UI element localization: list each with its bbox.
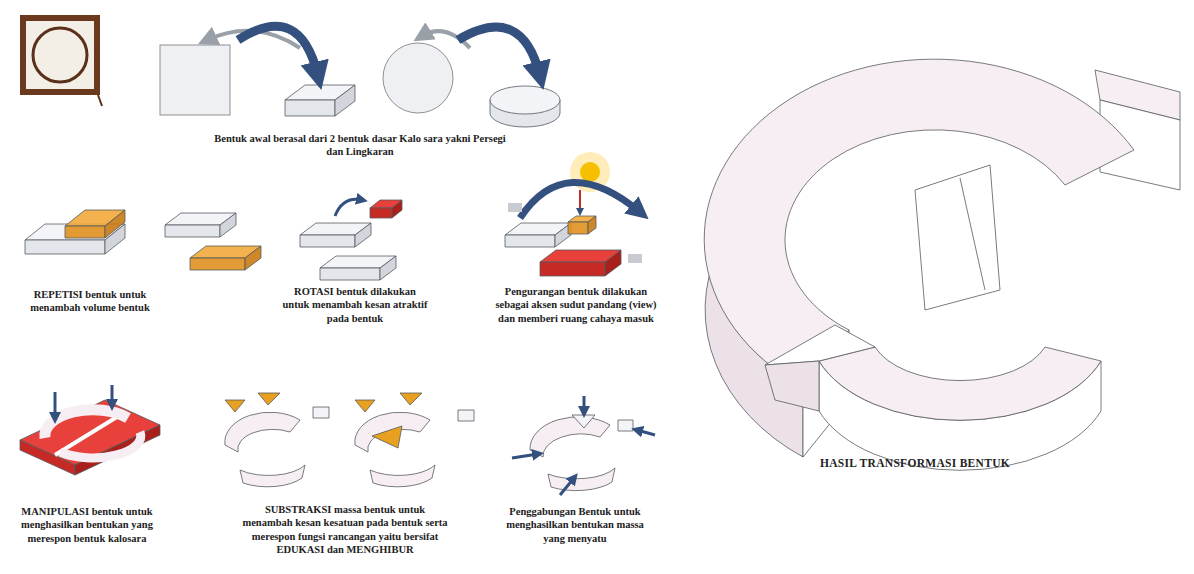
ring-top	[704, 59, 1134, 387]
press-arrow	[54, 392, 57, 418]
box-piece	[313, 407, 329, 418]
box-front	[300, 235, 355, 247]
wedge-piece	[372, 426, 402, 448]
ring-piece	[355, 412, 430, 452]
box-piece	[618, 420, 633, 431]
ring-piece	[370, 465, 435, 487]
box-piece	[458, 410, 474, 421]
box-side	[105, 210, 125, 238]
standing-wall	[915, 165, 1000, 310]
ring-piece	[530, 417, 610, 457]
wall-edge	[960, 178, 985, 290]
ring-shape	[45, 410, 128, 438]
annotation-text: HASIL TRANSFORMASI BENTUK	[790, 456, 1040, 471]
merge-arrow	[637, 430, 655, 435]
kalosara-ring	[33, 28, 87, 82]
circle-shape	[383, 43, 453, 113]
box-front	[165, 225, 220, 237]
arrow-tip-side	[765, 361, 819, 411]
box-side	[355, 223, 371, 247]
box-front	[370, 208, 392, 218]
box-side	[380, 256, 396, 280]
box-front	[505, 235, 555, 247]
merge-arrow	[512, 454, 538, 458]
ring-piece	[240, 465, 305, 487]
box-side	[245, 246, 261, 270]
kalosara-tassel	[98, 95, 102, 106]
arrow-tip	[765, 325, 875, 365]
box-side	[220, 213, 236, 237]
inner-ring-top	[819, 347, 1101, 420]
ring-piece	[225, 412, 300, 452]
ring-shape	[60, 432, 141, 458]
kalosara-photo	[20, 15, 100, 95]
transform-arrow	[458, 27, 540, 76]
transform-arrow	[238, 26, 318, 76]
disc-top	[490, 86, 560, 114]
annotation-text: ROTASI bentuk dilakukan untuk menambah k…	[282, 285, 428, 325]
box-front	[568, 222, 588, 234]
box-front	[190, 258, 245, 270]
annotation-text: Bentuk awal berasal dari 2 bentuk dasar …	[212, 132, 508, 159]
box-front	[65, 226, 105, 238]
annotation-text: Pengurangan bentuk dilakukan sebagai aks…	[492, 285, 660, 325]
box-front	[25, 240, 105, 254]
square-shape	[160, 45, 230, 115]
annotation-text: MANIPULASI bentuk untuk menghasilkan ben…	[10, 505, 164, 545]
box-side	[605, 250, 621, 276]
wedge-piece	[572, 415, 595, 428]
merge-arrow	[560, 478, 574, 495]
wedge-piece	[400, 393, 422, 405]
wedge-piece	[258, 393, 280, 405]
box-front	[285, 100, 335, 116]
press-arrow	[111, 385, 114, 405]
annotation-text: REPETISI bentuk untuk menambah volume be…	[22, 288, 158, 315]
merge-arrow	[583, 396, 586, 412]
kalosara-cloth	[26, 21, 94, 89]
box-side	[588, 216, 596, 234]
sun-symbol	[580, 162, 600, 182]
annotation-text: SUBSTRAKSI massa bentuk untuk menambah k…	[240, 503, 450, 557]
light-arrow	[579, 190, 581, 212]
ring-piece	[548, 468, 615, 491]
slab-side	[75, 425, 160, 475]
view-arrow	[520, 182, 640, 218]
annotation-text: Penggabungan Bentuk untuk menghasilkan b…	[498, 505, 652, 545]
rotation-arrow	[335, 199, 362, 216]
box-front	[320, 268, 380, 280]
view-icon	[628, 254, 642, 263]
box-side	[335, 85, 355, 116]
box-front	[540, 262, 605, 276]
box-side	[392, 200, 402, 218]
wedge-piece	[225, 400, 245, 412]
view-icon	[508, 203, 522, 212]
wedge-piece	[355, 400, 375, 412]
